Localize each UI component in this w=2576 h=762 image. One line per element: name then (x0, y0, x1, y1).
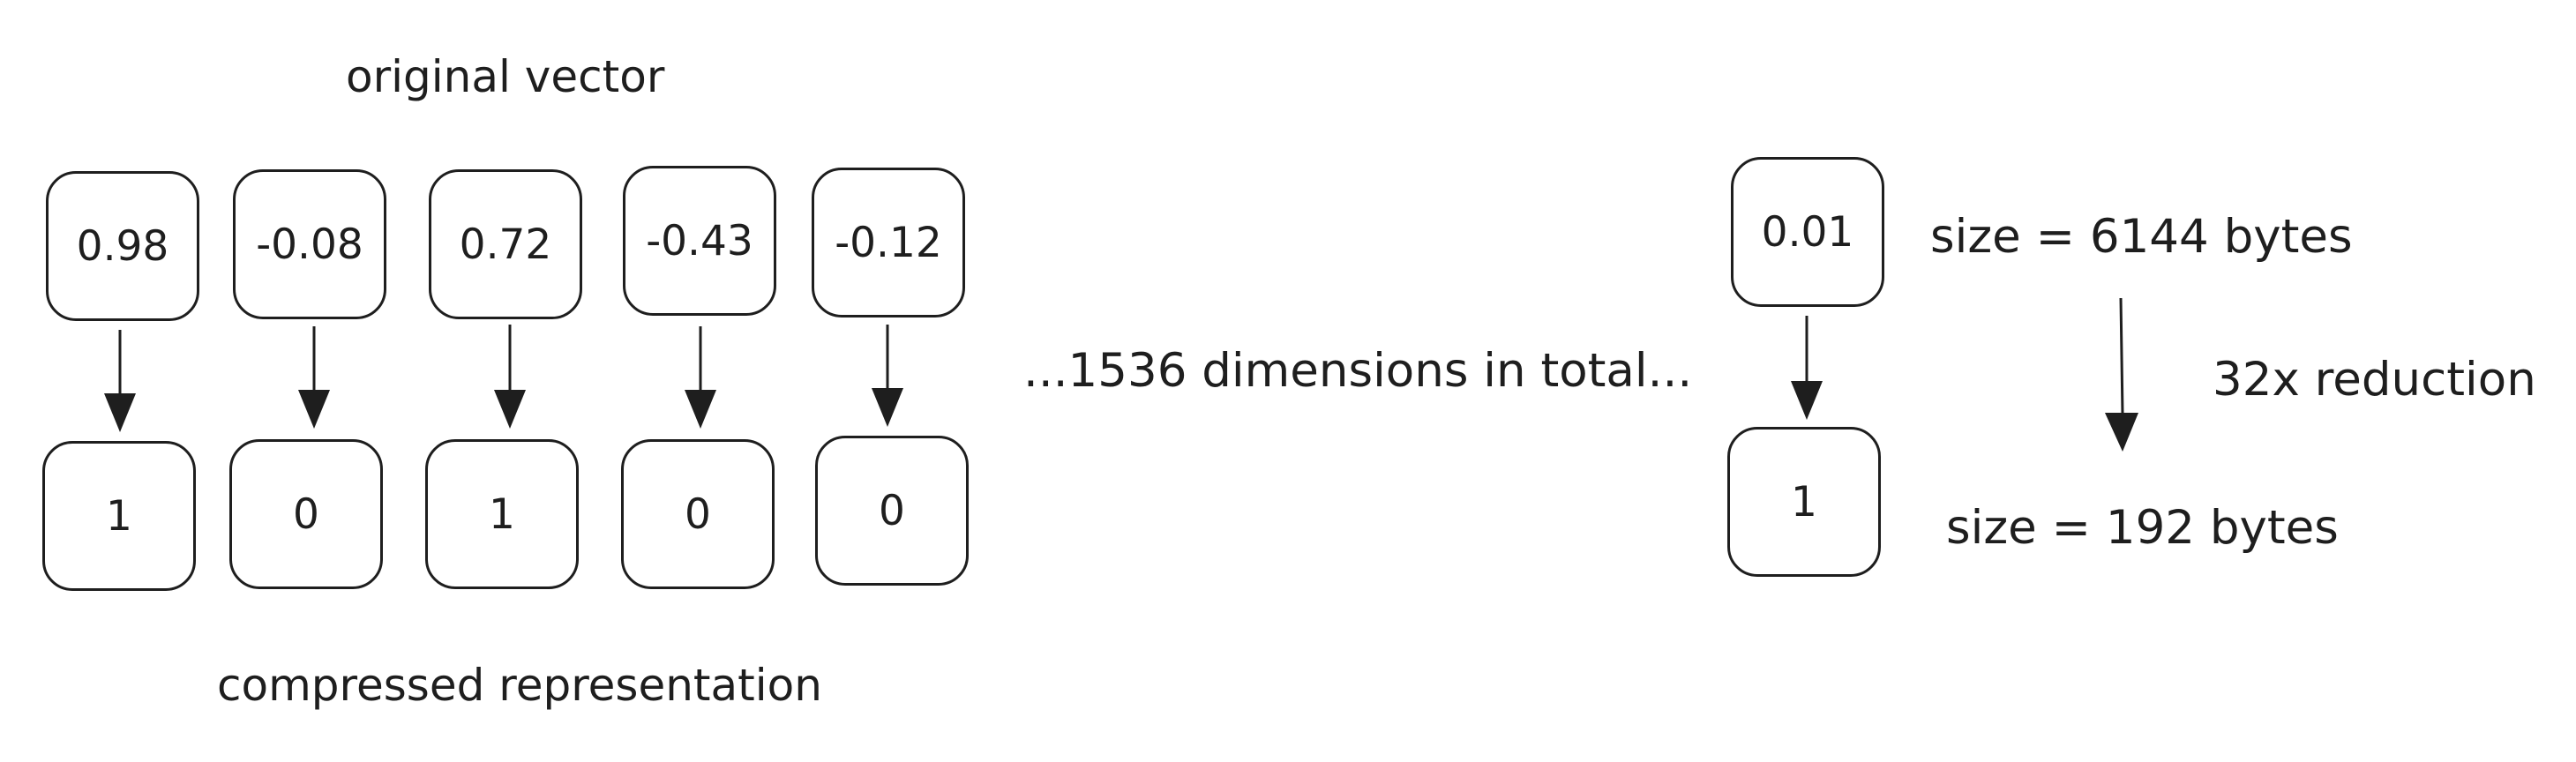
reduction-label: 32x reduction (2213, 353, 2536, 407)
example-quantize-arrow (1791, 316, 1823, 420)
original-value-box-3: 0.72 (429, 169, 582, 319)
compressed-value-box-4: 0 (621, 439, 775, 589)
original-value-box-4: -0.43 (623, 166, 776, 316)
compressed-value-box-3: 1 (425, 439, 579, 589)
quantize-arrow-4 (685, 326, 716, 429)
size-reduction-arrow (2105, 297, 2138, 452)
compressed-value-box-2: 0 (229, 439, 383, 589)
compressed-value-box-1: 1 (42, 441, 196, 591)
quantize-arrow-3 (494, 325, 526, 429)
compressed-size-label: size = 192 bytes (1946, 501, 2339, 555)
compressed-representation-title: compressed representation (217, 660, 822, 711)
example-compressed-box: 1 (1727, 427, 1881, 577)
original-value-box-2: -0.08 (233, 169, 386, 319)
original-vector-title: original vector (346, 51, 665, 102)
original-value-box-5: -0.12 (812, 168, 965, 318)
quantize-arrow-1 (104, 330, 136, 432)
original-value-box-1: 0.98 (46, 171, 199, 321)
original-size-label: size = 6144 bytes (1930, 210, 2353, 264)
quantize-arrow-5 (872, 325, 903, 427)
compressed-value-box-5: 0 (815, 436, 969, 586)
dimensions-note: ...1536 dimensions in total... (1023, 344, 1693, 398)
example-original-box: 0.01 (1731, 157, 1884, 307)
quantize-arrow-2 (298, 326, 330, 429)
